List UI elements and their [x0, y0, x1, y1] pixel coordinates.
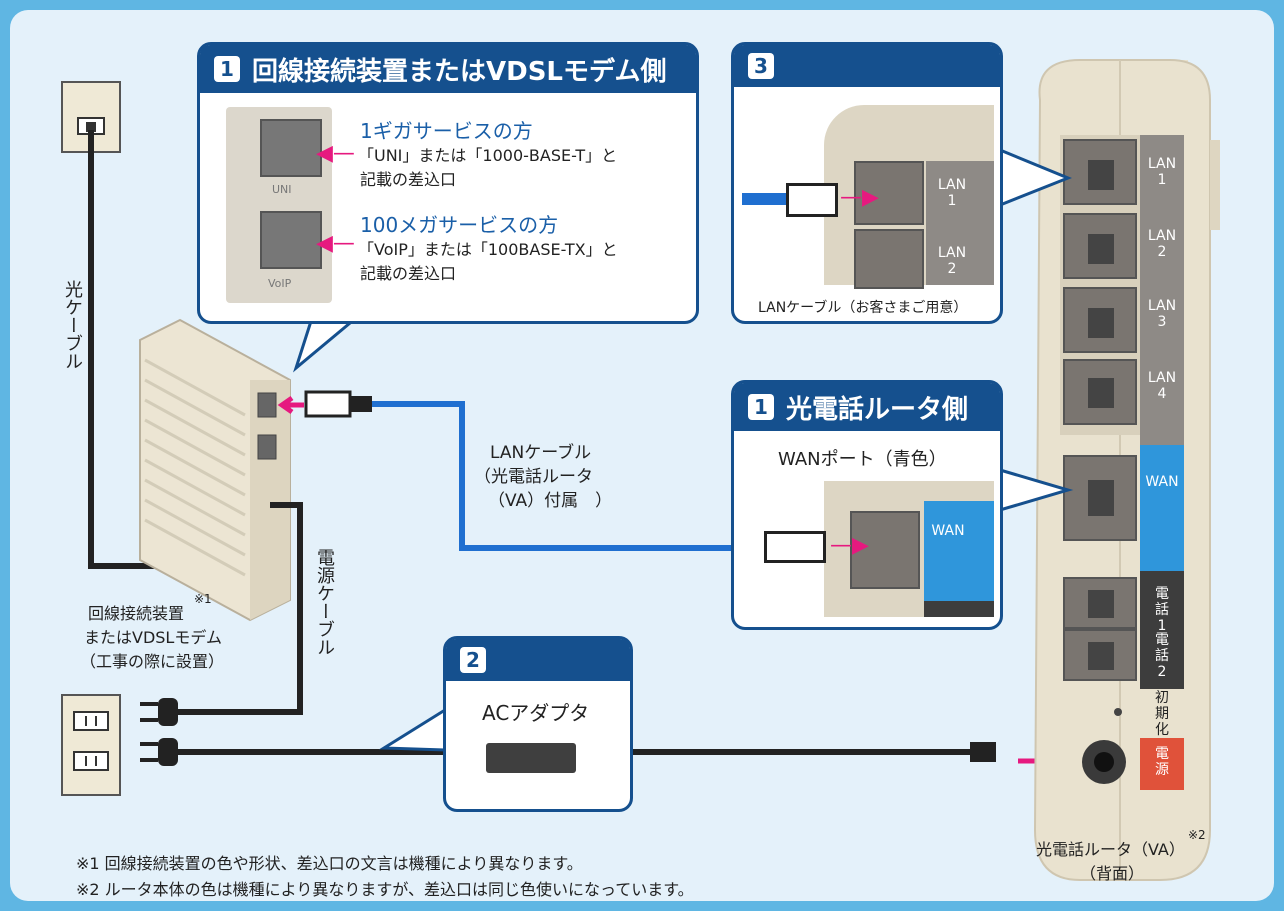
footnote-1: ※1 回線接続装置の色や形状、差込口の文言は機種により異なります。 — [76, 854, 583, 873]
uni-port — [260, 119, 322, 177]
uni-label: UNI — [272, 183, 292, 196]
callout2-title: ACアダプタ — [482, 701, 590, 725]
wan-arrow: —▶ — [830, 533, 869, 558]
callout-subtitle: WANポート（青色） — [778, 449, 947, 470]
modem-port-panel: UNI VoIP — [226, 107, 332, 303]
callout-router-side: 1 光電話ルータ側 WANポート（青色） WAN —▶ — [731, 380, 1003, 630]
modem-label-line2: またはVDSLモデム — [84, 628, 223, 647]
callout-modem-side: 1 回線接続装置またはVDSLモデム側 UNI VoIP ◀— ◀— 1ギガサー… — [197, 42, 699, 324]
router-lan4-label: LAN 4 — [1147, 370, 1177, 402]
modem-device — [139, 318, 291, 622]
router-lan1-label: LAN 1 — [1147, 156, 1177, 188]
lan-plug-modem — [304, 390, 372, 418]
callout3-caption: LANケーブル（お客さまご用意） — [758, 300, 968, 316]
power-cable-label: 電源ケーブル — [314, 548, 335, 656]
lan-plug-icon — [786, 183, 838, 217]
fiber-cable-label: 光ケーブル — [62, 280, 83, 370]
router-name-label: 光電話ルータ（VA） — [1036, 840, 1185, 859]
router-power-label: 電源 — [1155, 746, 1169, 778]
mega-title: 100メガサービスの方 — [360, 213, 559, 237]
callout-title: 光電話ルータ側 — [786, 394, 969, 425]
ac-dc-plug — [970, 742, 996, 762]
giga-title: 1ギガサービスの方 — [360, 119, 533, 143]
modem-note-mark: ※1 — [194, 592, 212, 606]
router-tel2-label: 電話2 — [1155, 632, 1169, 680]
voip-label: VoIP — [268, 277, 292, 290]
modem-label-line3: （工事の際に設置） — [80, 652, 225, 671]
lan2-port — [854, 229, 924, 289]
voip-arrow: ◀— — [316, 231, 355, 256]
modem-label-line1: 回線接続装置 — [88, 604, 185, 623]
ac-adapter-icon — [486, 743, 576, 773]
lan-cable — [372, 401, 748, 551]
callout-number: 2 — [460, 647, 486, 673]
voip-port — [260, 211, 322, 269]
lan-cable-label-line3: （VA）付属 ） — [488, 491, 613, 511]
router-lan3-label: LAN 3 — [1147, 298, 1177, 330]
callout-title: 回線接続装置またはVDSLモデム側 — [252, 56, 667, 87]
giga-line1: 「UNI」または「1000-BASE-T」と — [358, 146, 618, 165]
callout-number: 1 — [748, 394, 774, 420]
footnote-2: ※2 ルータ本体の色は機種により異なりますが、差込口は同じ色使いになっています。 — [76, 880, 694, 899]
callout-lan-port: 3 LAN 1 LAN 2 —▶ LANケーブル（お客さまご用意） — [731, 42, 1003, 324]
wan-port — [850, 511, 920, 589]
lan-cable-label-line2: （光電話ルータ — [474, 467, 593, 487]
lan-arrow: —▶ — [840, 185, 879, 210]
callout-modem-pointer — [293, 316, 361, 373]
modem-power-cable — [178, 502, 303, 715]
lan1-label: LAN 1 — [937, 177, 967, 209]
router-wan-label: WAN — [1145, 474, 1179, 490]
lan2-label: LAN 2 — [937, 245, 967, 277]
callout-number: 3 — [748, 53, 774, 79]
giga-line2: 記載の差込口 — [360, 170, 457, 189]
callout-number: 1 — [214, 56, 240, 82]
router-back-label: （背面） — [1080, 864, 1145, 883]
router-lan2-label: LAN 2 — [1147, 228, 1177, 260]
uni-arrow: ◀— — [316, 141, 355, 166]
router-note-mark: ※2 — [1188, 828, 1206, 842]
router-device — [1033, 59, 1220, 881]
lan-port-panel: LAN 1 LAN 2 — [824, 105, 994, 289]
mega-line2: 記載の差込口 — [360, 264, 457, 283]
lan1-port — [854, 161, 924, 225]
power-plugs — [140, 698, 178, 766]
callout2-pointer — [379, 707, 447, 752]
callout-ac-adapter: 2 ACアダプタ — [443, 636, 633, 812]
router-tel1-label: 電話1 — [1155, 586, 1169, 634]
lan-cable-label-line1: LANケーブル — [490, 443, 592, 463]
wan-plug-icon — [764, 531, 826, 563]
ac-wall-outlet — [61, 694, 121, 796]
router-init-label: 初期化 — [1155, 690, 1169, 738]
wan-port-panel: WAN — [824, 481, 994, 617]
mega-line1: 「VoIP」または「100BASE-TX」と — [358, 240, 618, 259]
modem-arrow — [277, 395, 304, 415]
wan-label: WAN — [931, 523, 965, 539]
